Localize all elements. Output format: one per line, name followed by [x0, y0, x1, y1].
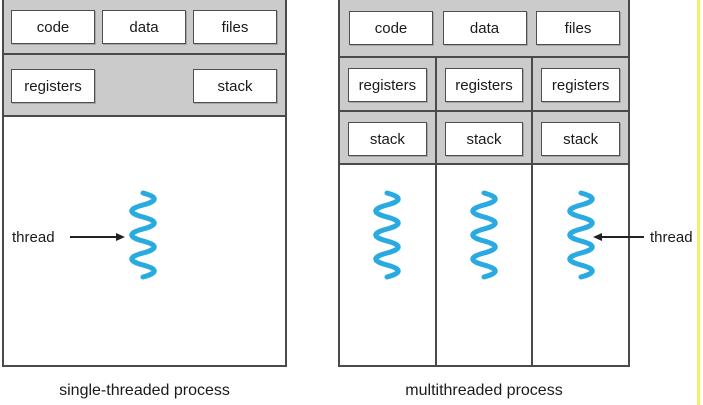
- single-threaded-process-box: code data files registers stack: [2, 0, 287, 367]
- thread-wave-icon: [566, 190, 595, 280]
- thread-label: thread: [12, 228, 55, 246]
- thread-area: [436, 165, 532, 365]
- registers-box: registers: [348, 68, 427, 102]
- registers-cell: registers: [340, 58, 435, 112]
- thread-column: registers stack: [434, 58, 532, 365]
- thread-area: [533, 165, 629, 365]
- caption-single-threaded: single-threaded process: [59, 382, 230, 399]
- registers-box: registers: [444, 68, 524, 102]
- thread-wave-icon: [129, 190, 157, 280]
- data-box: data: [102, 10, 186, 44]
- registers-cell: registers: [436, 58, 532, 112]
- stack-box: stack: [444, 122, 524, 156]
- files-box: files: [193, 10, 277, 44]
- registers-box: registers: [11, 69, 95, 103]
- stack-box: stack: [193, 69, 277, 103]
- thread-column: registers stack: [340, 58, 435, 365]
- stack-cell: stack: [436, 112, 532, 165]
- thread-area: [340, 165, 435, 365]
- data-box: data: [442, 11, 527, 45]
- multithreaded-process-box: code data files registers stack: [338, 0, 630, 367]
- thread-area: [4, 117, 285, 365]
- shared-resources-band: code data files: [4, 0, 285, 55]
- stack-cell: stack: [533, 112, 629, 165]
- arrow-right-icon: [115, 233, 125, 241]
- arrow-line: [602, 236, 644, 238]
- thread-columns: registers stack registers stack: [340, 58, 629, 365]
- thread-wave-icon: [373, 190, 402, 280]
- thread-callout-right: thread: [593, 228, 693, 246]
- thread-wave-icon: [470, 190, 498, 280]
- arrow-line: [69, 236, 116, 238]
- code-box: code: [349, 11, 433, 45]
- stack-box: stack: [348, 122, 427, 156]
- registers-cell: registers: [533, 58, 629, 112]
- page-edge-strip: [697, 0, 700, 405]
- arrow-left-icon: [593, 233, 602, 241]
- shared-resources-band: code data files: [340, 0, 628, 58]
- caption-multithreaded: multithreaded process: [405, 382, 563, 399]
- registers-box: registers: [541, 68, 621, 102]
- stack-box: stack: [541, 122, 621, 156]
- thread-callout-left: thread: [12, 228, 125, 246]
- thread-column: registers stack: [531, 58, 629, 365]
- files-box: files: [536, 11, 620, 45]
- registers-stack-band: registers stack: [4, 55, 285, 117]
- thread-label: thread: [650, 228, 693, 246]
- stack-cell: stack: [340, 112, 435, 165]
- code-box: code: [11, 10, 95, 44]
